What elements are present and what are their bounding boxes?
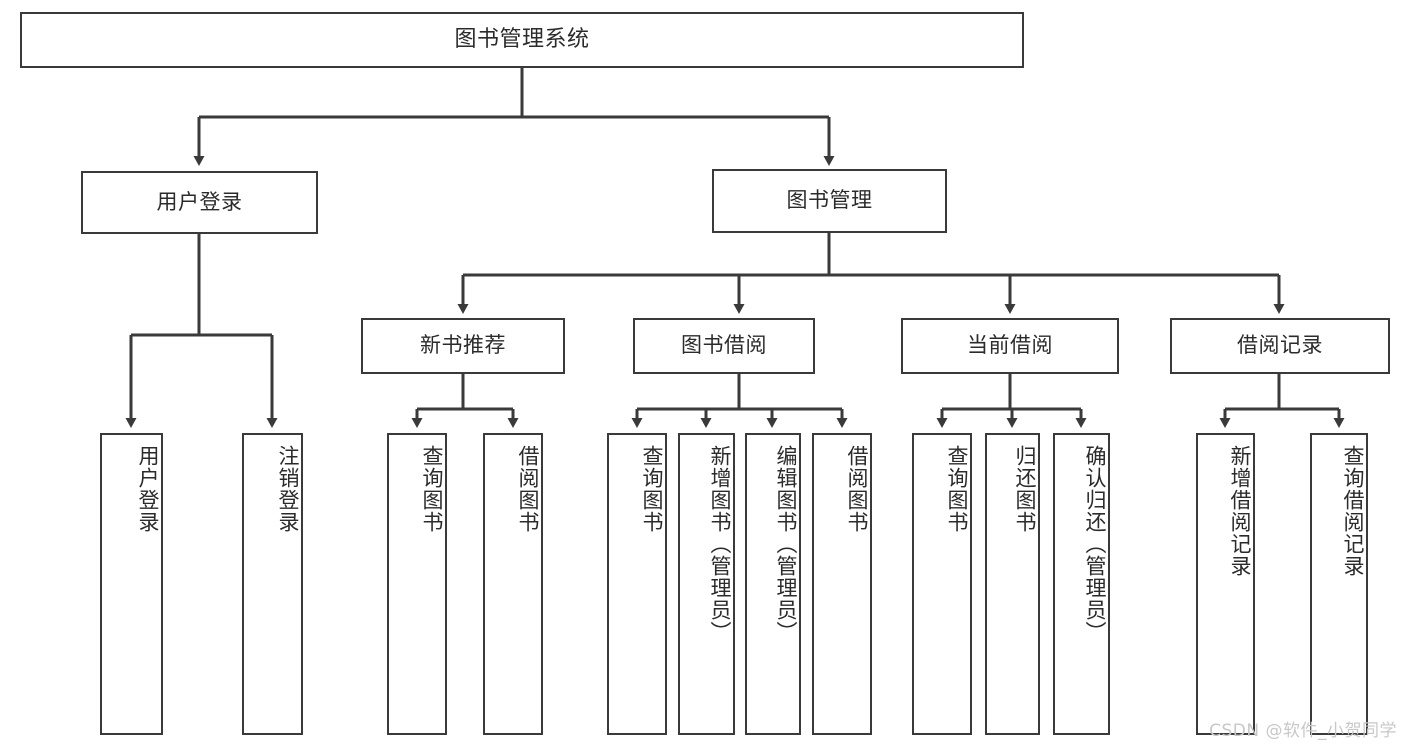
leaf-borrow-book-2[interactable]: 借阅图书 (812, 433, 872, 735)
node-new-book-recommend[interactable]: 新书推荐 (361, 318, 565, 374)
node-borrow-record[interactable]: 借阅记录 (1170, 318, 1390, 374)
leaf-add-record-label: 新增借阅记录 (1228, 445, 1252, 577)
leaf-borrow-book-1-label: 借阅图书 (516, 445, 540, 533)
leaf-user-login-label: 用户登录 (136, 445, 160, 533)
leaf-edit-book-label: 编辑图书（管理员） (774, 445, 798, 643)
csdn-watermark: CSDN @软件_小贺同学 (1209, 721, 1397, 741)
leaf-query-book-1-label: 查询图书 (420, 445, 444, 533)
leaf-query-book-2[interactable]: 查询图书 (607, 433, 667, 735)
leaf-query-book-3[interactable]: 查询图书 (912, 433, 972, 735)
leaf-confirm-return[interactable]: 确认归还（管理员） (1053, 433, 1110, 735)
leaf-user-logout-label: 注销登录 (276, 445, 300, 533)
leaf-query-book-2-label: 查询图书 (640, 445, 664, 533)
leaf-return-book[interactable]: 归还图书 (985, 433, 1040, 735)
leaf-add-record[interactable]: 新增借阅记录 (1196, 433, 1255, 735)
leaf-query-record[interactable]: 查询借阅记录 (1310, 433, 1368, 735)
node-root-system[interactable]: 图书管理系统 (20, 12, 1024, 68)
leaf-borrow-book-2-label: 借阅图书 (845, 445, 869, 533)
leaf-edit-book[interactable]: 编辑图书（管理员） (745, 433, 801, 735)
node-book-management[interactable]: 图书管理 (712, 169, 947, 233)
leaf-user-login[interactable]: 用户登录 (100, 433, 163, 735)
leaf-query-book-1[interactable]: 查询图书 (387, 433, 447, 735)
leaf-borrow-book-1[interactable]: 借阅图书 (483, 433, 543, 735)
leaf-add-book-label: 新增图书（管理员） (708, 445, 732, 643)
leaf-query-book-3-label: 查询图书 (945, 445, 969, 533)
leaf-add-book[interactable]: 新增图书（管理员） (678, 433, 735, 735)
node-user-login[interactable]: 用户登录 (81, 171, 318, 234)
node-book-borrow[interactable]: 图书借阅 (633, 318, 815, 374)
node-current-borrow[interactable]: 当前借阅 (901, 318, 1119, 374)
leaf-confirm-return-label: 确认归还（管理员） (1083, 445, 1107, 643)
leaf-query-record-label: 查询借阅记录 (1341, 445, 1365, 577)
leaf-return-book-label: 归还图书 (1013, 445, 1037, 533)
leaf-user-logout[interactable]: 注销登录 (242, 433, 303, 735)
